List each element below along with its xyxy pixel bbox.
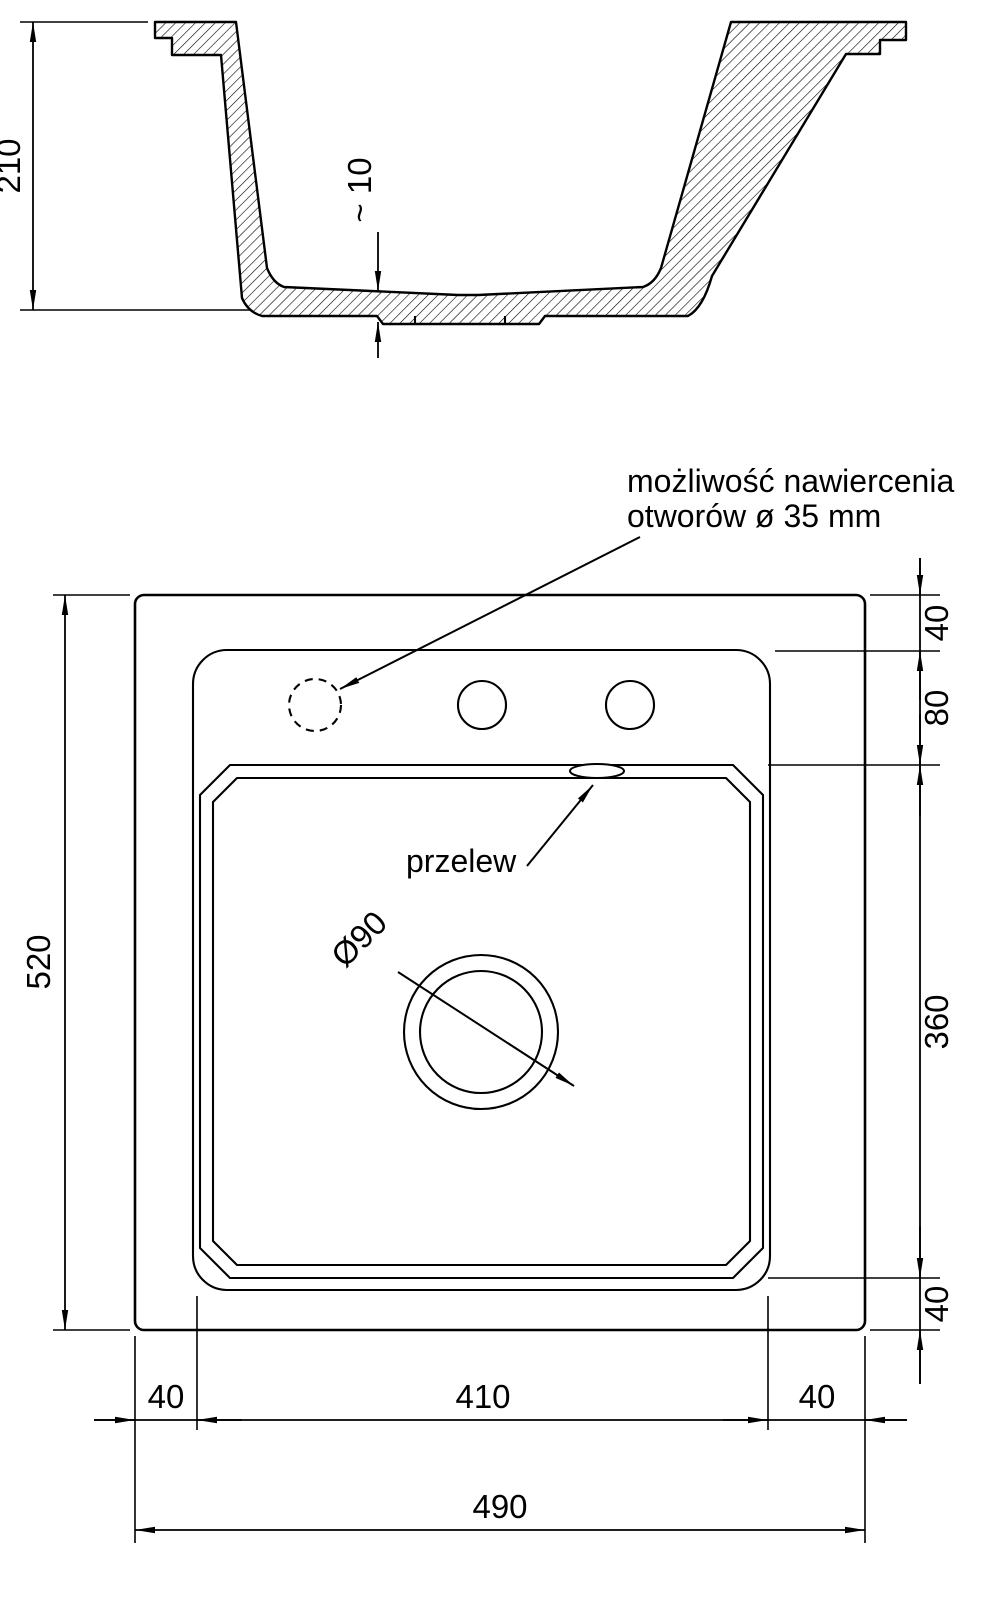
drain-diameter-leader [397,971,575,1087]
dim-bowl-width-value: 410 [455,1378,510,1415]
cross-section-view: 210 ~ 10 [0,20,908,358]
dim-thickness: ~ 10 [341,157,382,358]
drain-diameter-value: Ø90 [324,904,394,974]
optional-tap-hole-dashed [287,677,343,733]
dim-height: 520 [20,594,130,1331]
drill-note-line1: możliwość nawiercenia [627,463,954,499]
dim-width: 490 [135,1488,865,1534]
drain-outer-circle [402,953,560,1111]
drill-note-leader [339,536,641,690]
dim-width-value: 490 [472,1488,527,1525]
dim-right-margin-value: 40 [799,1378,836,1415]
dim-bottom-chain: 40 410 40 [94,1296,907,1543]
dim-bowl-height-value: 360 [918,994,955,1049]
sink-cross-section-profile [153,20,908,326]
sink-flange-inner-edge [191,648,772,1292]
dim-right-chain: 40 80 360 40 [768,558,955,1384]
dim-depth: 210 [0,21,250,311]
dim-left-margin-value: 40 [148,1378,185,1415]
bowl-outer-edge [198,763,765,1280]
tap-hole-right [604,679,656,731]
dim-holes-offset-value: 80 [918,690,955,727]
tap-hole-center [456,679,508,731]
dim-thickness-value: ~ 10 [341,157,378,222]
overflow-label: przelew [406,843,517,879]
drill-note-line2: otworów ø 35 mm [627,498,881,534]
drain-inner-circle [418,969,544,1095]
plan-view: Ø90 przelew możliwość nawiercenia otworó… [20,463,955,1543]
overflow-leader [526,784,594,867]
dim-height-value: 520 [20,934,57,989]
overflow-annotation: przelew [406,784,594,879]
sink-outer-edge [133,593,867,1332]
drill-note: możliwość nawiercenia otworów ø 35 mm [339,463,954,690]
overflow-slot [569,763,625,779]
dim-bottom-margin-value: 40 [918,1286,955,1323]
dim-depth-value: 210 [0,138,27,193]
dim-top-margin-value: 40 [918,605,955,642]
bowl-inner-edge [211,776,752,1267]
